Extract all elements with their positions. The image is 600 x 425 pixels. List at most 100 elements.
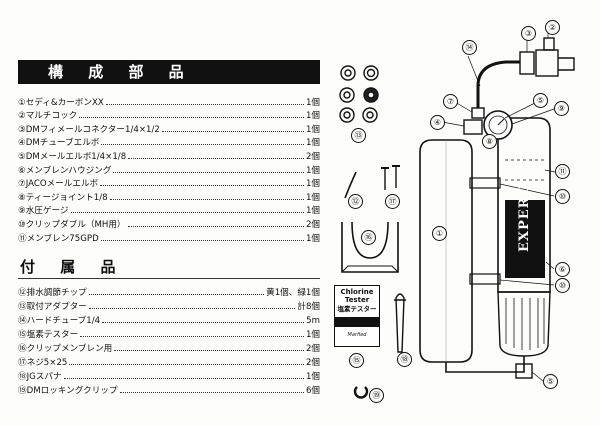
- part-quantity: 1個: [305, 124, 320, 135]
- membrane-clip: [341, 221, 399, 273]
- part-row: ⑪メンブレン75GPD 1個: [18, 230, 320, 244]
- accessory-label: ⑱JGスパナ: [18, 371, 62, 382]
- part-label: ⑧ティージョイント1/8: [18, 192, 108, 203]
- accessory-quantity: 1個: [305, 330, 320, 341]
- accessory-quantity: 計8個: [297, 302, 320, 313]
- accessory-row: ⑭ハードチューブ1/4 5m: [18, 312, 320, 326]
- accessory-label: ⑰ネジ5×25: [18, 357, 68, 368]
- dot-leader: [113, 171, 304, 173]
- accessory-row: ⑮塩素テスター 1個: [18, 326, 320, 340]
- dot-leader: [100, 185, 304, 187]
- part-quantity: 1個: [305, 138, 320, 149]
- dot-leader: [100, 239, 304, 241]
- part-quantity: 1個: [305, 97, 320, 108]
- part-quantity: 1個: [305, 111, 320, 122]
- part-quantity: 1個: [305, 233, 320, 244]
- part-label: ④DMチューブエルボ: [18, 138, 100, 149]
- accessories-section-title: 付 属 品: [18, 256, 320, 279]
- chlorine-tester: Chlorine Tester 塩素テスター Marfied: [334, 285, 380, 347]
- dot-leader: [109, 198, 304, 200]
- callout-3: ③: [521, 26, 536, 41]
- part-row: ⑤DMメールエルボ1/4×1/8 2個: [18, 148, 320, 162]
- part-label: ⑪メンブレン75GPD: [18, 233, 99, 244]
- part-quantity: 1個: [305, 179, 320, 190]
- callout-10-top: ⑩: [555, 189, 570, 204]
- callout-4: ④: [430, 115, 445, 130]
- accessory-label: ⑬取付アダプター: [18, 302, 87, 313]
- spanner: [394, 293, 406, 353]
- accessory-label: ⑭ハードチューブ1/4: [18, 316, 101, 327]
- part-row: ③DMフィメールコネクター1/4×1/2 1個: [18, 121, 320, 135]
- accessory-row: ⑫排水調節チップ 黄1個、緑1個: [18, 285, 320, 299]
- accessory-label: ⑫排水調節チップ: [18, 288, 87, 299]
- callout-2: ②: [545, 20, 560, 35]
- locking-clip: [353, 386, 369, 399]
- part-quantity: 2個: [305, 151, 320, 162]
- dot-leader: [161, 130, 304, 132]
- part-quantity: 1個: [305, 192, 320, 203]
- part-row: ⑩クリップダブル（MH用） 2個: [18, 216, 320, 230]
- accessory-quantity: 黄1個、緑1個: [266, 288, 320, 299]
- tester-subtitle: 塩素テスター: [337, 305, 377, 313]
- dot-leader: [88, 294, 265, 296]
- callout-13: ⑬: [351, 128, 366, 143]
- accessory-label: ⑲DMロッキングクリップ: [18, 385, 118, 396]
- screws: [381, 165, 400, 190]
- callout-14: ⑭: [462, 40, 477, 55]
- adapter-fittings: [339, 65, 379, 123]
- callout-11: ⑪: [555, 164, 570, 179]
- part-label: ⑤DMメールエルボ1/4×1/8: [18, 151, 127, 162]
- dot-leader: [128, 157, 304, 159]
- part-label: ②マルチコック: [18, 111, 78, 122]
- callout-6: ⑥: [555, 262, 570, 277]
- part-row: ②マルチコック 1個: [18, 108, 320, 122]
- dot-leader: [105, 103, 304, 105]
- accessory-row: ⑬取付アダプター 計8個: [18, 298, 320, 312]
- callout-1: ①: [432, 226, 447, 241]
- dot-leader: [119, 391, 304, 393]
- dot-leader: [88, 308, 296, 310]
- callout-9: ⑨: [554, 101, 569, 116]
- part-row: ⑦JACOメールエルボ 1個: [18, 176, 320, 190]
- part-label: ⑦JACOメールエルボ: [18, 179, 99, 190]
- accessory-quantity: 6個: [305, 385, 320, 396]
- filter-unit: [419, 32, 575, 382]
- part-label: ⑥メンブレンハウジング: [18, 165, 112, 176]
- part-label: ⑩クリップダブル（MH用）: [18, 219, 126, 230]
- tester-brand: Marfied: [347, 332, 367, 338]
- part-quantity: 2個: [305, 219, 320, 230]
- dot-leader: [102, 322, 305, 324]
- callout-16: ⑯: [361, 230, 376, 245]
- part-quantity: 1個: [305, 165, 320, 176]
- dot-leader: [80, 336, 304, 338]
- unit-brand-label: EXPERT: [517, 186, 532, 252]
- dot-leader: [63, 377, 304, 379]
- dot-leader: [101, 144, 304, 146]
- callout-7: ⑦: [443, 94, 458, 109]
- dot-leader: [70, 212, 304, 214]
- callout-17: ⑰: [385, 194, 400, 209]
- callout-10-bottom: ⑩: [555, 278, 570, 293]
- tester-band: [335, 317, 379, 327]
- drain-tip: [344, 171, 357, 199]
- accessory-quantity: 2個: [305, 343, 320, 354]
- callout-5-top: ⑤: [533, 93, 548, 108]
- parts-section-title: 構 成 部 品: [18, 60, 320, 84]
- part-quantity: 1個: [305, 206, 320, 217]
- part-label: ③DMフィメールコネクター1/4×1/2: [18, 124, 160, 135]
- callout-15: ⑮: [349, 353, 364, 368]
- accessory-label: ⑯クリップメンブレン用: [18, 343, 113, 354]
- callout-8: ⑧: [482, 134, 497, 149]
- part-row: ④DMチューブエルボ 1個: [18, 135, 320, 149]
- part-row: ⑥メンブレンハウジング 1個: [18, 162, 320, 176]
- part-row: ⑧ティージョイント1/8 1個: [18, 189, 320, 203]
- accessory-row: ⑲DMロッキングクリップ 6個: [18, 382, 320, 396]
- callout-12: ⑫: [348, 194, 363, 209]
- accessory-quantity: 5m: [306, 316, 320, 327]
- accessory-label: ⑮塩素テスター: [18, 330, 79, 341]
